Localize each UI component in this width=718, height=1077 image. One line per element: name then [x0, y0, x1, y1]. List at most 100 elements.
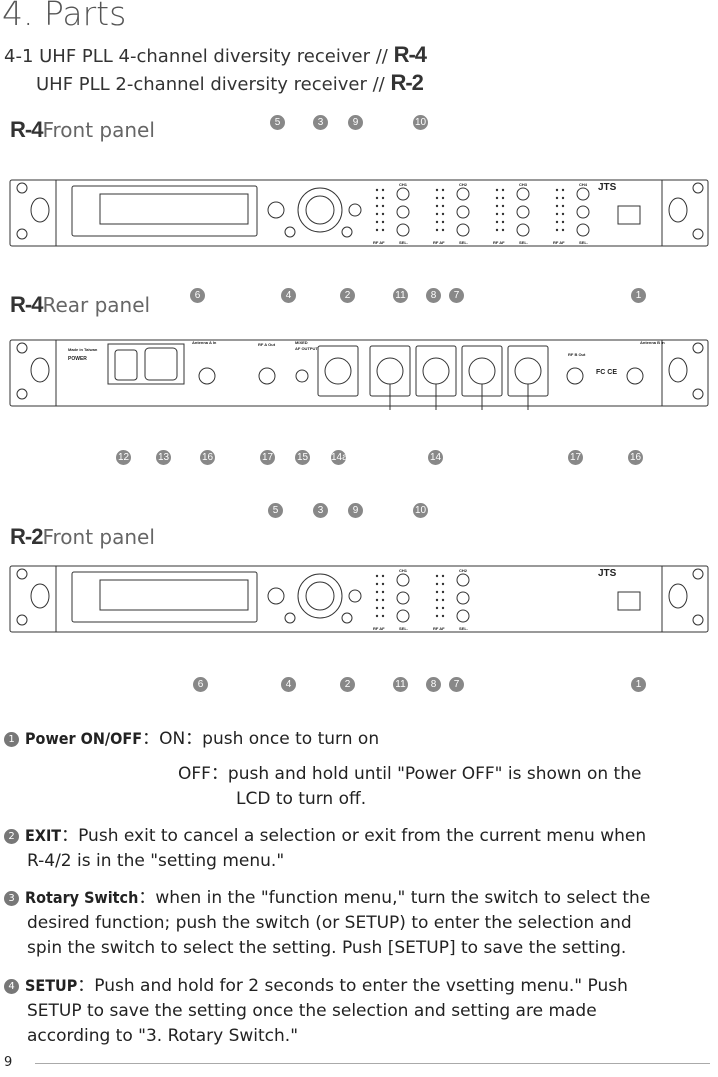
xlr-connector: [376, 357, 404, 385]
led: [381, 188, 385, 192]
rotary-knob: [305, 195, 335, 225]
led: [435, 212, 439, 216]
led: [555, 204, 559, 208]
brand-logo: JTS: [598, 182, 617, 193]
led: [495, 212, 499, 216]
panel-text: RF AF: [433, 240, 445, 245]
led: [495, 204, 499, 208]
led: [375, 220, 379, 224]
led: [435, 228, 439, 232]
number-badge: 3: [4, 891, 19, 906]
led: [441, 196, 445, 200]
led: [375, 614, 379, 618]
callout-13: 13: [156, 450, 171, 465]
lcd-screen: [99, 193, 249, 225]
rack-frame: [9, 565, 709, 633]
panel-label: Front panel: [42, 525, 155, 549]
callout-11: 11: [393, 288, 408, 303]
mounting-hole: [16, 614, 28, 626]
panel-label: Rear panel: [42, 293, 151, 317]
led: [381, 212, 385, 216]
channel-button: [396, 591, 410, 605]
channel-button: [396, 609, 410, 623]
callout-1: 1: [631, 288, 646, 303]
page-title: 4. Parts: [2, 0, 127, 33]
callout-10: 10: [413, 503, 428, 518]
bnc-connector: [258, 367, 276, 385]
xlr-connector: [422, 357, 450, 385]
r4-front-heading: R-4Front panel: [10, 117, 155, 143]
led: [495, 228, 499, 232]
panel-text: Antenna B In: [640, 340, 665, 345]
panel-text: MIXED: [295, 340, 308, 345]
led: [561, 212, 565, 216]
callout-8: 8: [426, 677, 441, 692]
lcd-frame: [71, 185, 258, 237]
callout-14a: 14a: [331, 450, 348, 465]
xlr-connector: [468, 357, 496, 385]
callout-7: 7: [449, 677, 464, 692]
panel-text: RF B Out: [568, 352, 586, 357]
r2-logo: R-2: [390, 70, 423, 95]
led: [561, 228, 565, 232]
panel-text: SEL.: [459, 626, 468, 631]
r4-rear-heading: R-4Rear panel: [10, 292, 150, 318]
mounting-hole: [16, 388, 28, 400]
led: [375, 228, 379, 232]
led: [501, 220, 505, 224]
mounting-hole: [692, 614, 704, 626]
ir-sync-button: [348, 589, 362, 603]
rack-handle-hole: [30, 197, 50, 223]
channel-button: [396, 573, 410, 587]
led: [435, 204, 439, 208]
iec-socket: [144, 347, 178, 381]
led: [435, 598, 439, 602]
led: [555, 188, 559, 192]
mounting-hole: [16, 182, 28, 194]
item-text: Push and hold for 2 seconds to enter the…: [94, 976, 628, 996]
panel-text: SEL.: [459, 240, 468, 245]
item-text: desired function; push the switch (or SE…: [27, 913, 632, 933]
led: [375, 582, 379, 586]
led: [435, 590, 439, 594]
channel-button: [456, 205, 470, 219]
panel-text: RF AF: [373, 626, 385, 631]
led: [375, 598, 379, 602]
callout-17: 17: [260, 450, 275, 465]
led: [381, 598, 385, 602]
number-badge: 1: [4, 732, 19, 747]
channel-button: [576, 205, 590, 219]
led: [501, 204, 505, 208]
led: [555, 196, 559, 200]
led: [381, 204, 385, 208]
power-block: [107, 343, 185, 385]
mounting-hole: [692, 182, 704, 194]
ir-sync-button: [348, 203, 362, 217]
led: [381, 606, 385, 610]
led: [375, 606, 379, 610]
callout-2: 2: [340, 288, 355, 303]
led: [441, 590, 445, 594]
led: [381, 196, 385, 200]
panel-text: RF AF: [553, 240, 565, 245]
item-text: spin the switch to select the setting. P…: [27, 938, 627, 958]
lcd-screen: [99, 579, 249, 611]
panel-label: Front panel: [42, 118, 155, 142]
bnc-connector: [566, 367, 584, 385]
subtitle-r4: 4-1 UHF PLL 4-channel diversity receiver…: [4, 42, 427, 68]
mounting-hole: [692, 228, 704, 240]
led: [441, 228, 445, 232]
panel-text: SEL.: [399, 626, 408, 631]
bnc-connector: [626, 367, 644, 385]
item-term: SETUP: [25, 976, 78, 995]
led: [441, 582, 445, 586]
rotary-knob: [305, 581, 335, 611]
channel-button: [576, 187, 590, 201]
item-term: EXIT: [25, 826, 62, 845]
subtitle-r2: UHF PLL 2-channel diversity receiver // …: [36, 70, 424, 96]
panel-text: RF AF: [493, 240, 505, 245]
panel-text: SEL.: [399, 240, 408, 245]
